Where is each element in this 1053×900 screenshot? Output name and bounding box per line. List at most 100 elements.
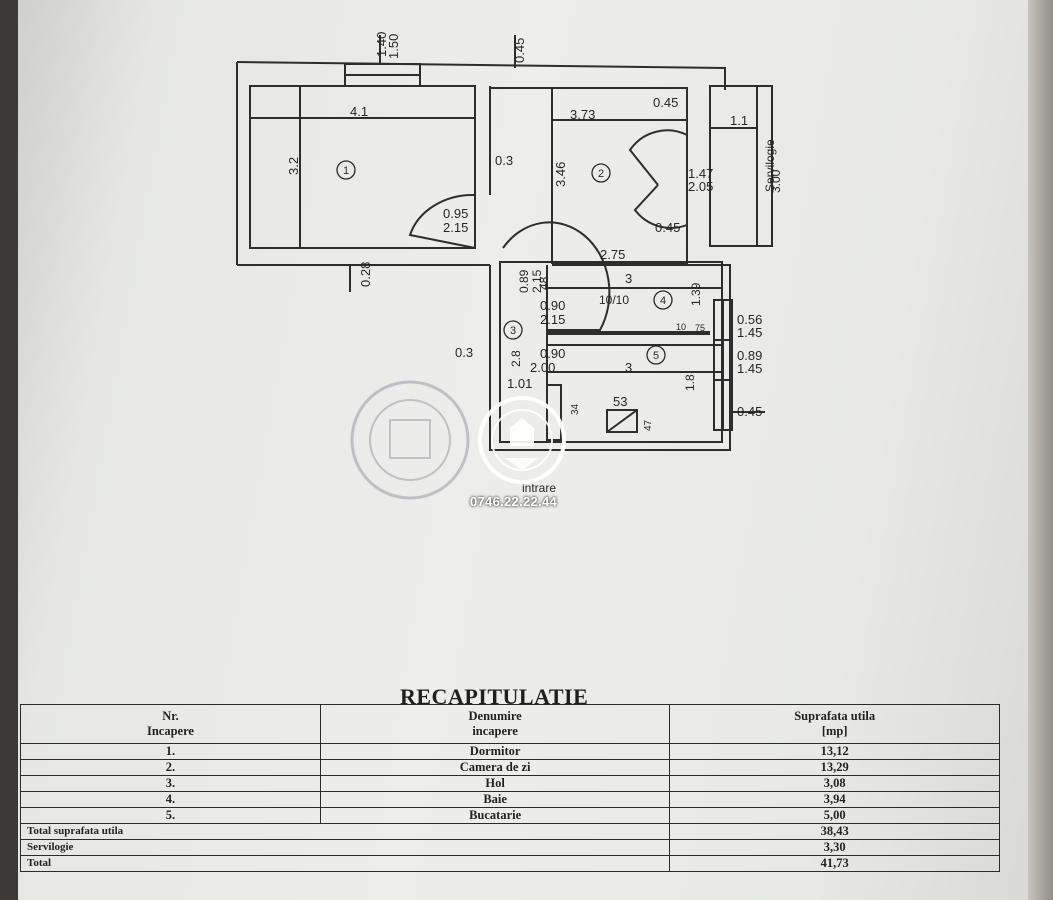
row-nr: 1. bbox=[20, 743, 321, 760]
row-area: 3,08 bbox=[669, 775, 1000, 792]
dim-door-w: 0.95 bbox=[443, 206, 468, 221]
row-nr: 5. bbox=[20, 807, 321, 824]
dim-top-wall: 0.45 bbox=[512, 38, 527, 63]
dim-serv-height: 3.00 bbox=[769, 169, 783, 193]
agency-watermark-logo bbox=[478, 396, 566, 484]
footer-total-label: Total suprafata utila bbox=[19, 823, 671, 840]
dim-bottom-wall: 0.28 bbox=[358, 262, 373, 287]
header-denumire-line2: incapere bbox=[472, 724, 518, 738]
row-area: 13,29 bbox=[669, 759, 1000, 776]
row-name: Hol bbox=[319, 775, 671, 792]
dim-r2-height: 3.46 bbox=[553, 162, 568, 187]
row-name: Dormitor bbox=[319, 743, 671, 760]
dim-serv-width: 1.1 bbox=[730, 113, 748, 128]
lower-block-outline bbox=[489, 264, 731, 451]
dim-small-34: 34 bbox=[570, 403, 581, 415]
header-suprafata-line2: [mp] bbox=[821, 724, 848, 738]
room-5-marker bbox=[646, 345, 666, 365]
dim-left-wall: 0.3 bbox=[455, 345, 473, 360]
room-1-marker bbox=[336, 160, 356, 180]
dim-door3-w: 0.90 bbox=[540, 298, 565, 313]
table-row: 2. Camera de zi 13,29 bbox=[20, 759, 1000, 776]
dim-top-window-a: 1.40 bbox=[374, 32, 389, 57]
dim-r1-width: 4.1 bbox=[350, 104, 368, 119]
footer-servilogie-label: Servilogie bbox=[19, 839, 671, 856]
dim-door5-h: 2.00 bbox=[530, 360, 555, 375]
room-3-marker bbox=[503, 320, 523, 340]
row-area: 3,94 bbox=[669, 791, 1000, 808]
footer-row-grand-total: Total 41,73 bbox=[19, 855, 1000, 872]
recap-header-row: Nr. Incapere Denumire incapere Suprafata… bbox=[20, 704, 1000, 744]
row-name: Bucatarie bbox=[319, 807, 671, 824]
footer-row-total: Total suprafata utila 38,43 bbox=[19, 823, 1000, 840]
door-arc-serv-a bbox=[628, 129, 688, 186]
dim-hall-b: 2.15 bbox=[530, 269, 544, 293]
footer-grand-total-value: 41,73 bbox=[669, 855, 1000, 872]
room-4-number: 4 bbox=[660, 295, 666, 307]
shaft-box bbox=[606, 409, 638, 433]
hall-cabinet bbox=[546, 384, 562, 441]
dim-shaft: 53 bbox=[613, 394, 627, 409]
dim-win-r5-a: 0.89 bbox=[737, 348, 762, 363]
recap-table: Nr. Incapere Denumire incapere Suprafata… bbox=[19, 704, 1000, 872]
door-arc-r1 bbox=[408, 193, 476, 249]
dim-bottom-right-wall: 0.45 bbox=[737, 404, 762, 419]
dim-r1-height: 3.2 bbox=[286, 157, 301, 175]
header-denumire-line1: Denumire bbox=[468, 709, 522, 723]
footer-grand-total-label: Total bbox=[19, 855, 671, 872]
door-arc-hall bbox=[502, 221, 611, 331]
dim-serv-open-a: 1.47 bbox=[688, 166, 713, 181]
header-suprafata: Suprafata utila [mp] bbox=[669, 704, 1000, 744]
row-area: 5,00 bbox=[669, 807, 1000, 824]
room-4-marker bbox=[653, 290, 673, 310]
room-5-number: 5 bbox=[653, 350, 659, 362]
dim-r5-height: 1.8 bbox=[683, 374, 697, 391]
row-nr: 2. bbox=[20, 759, 321, 776]
servilogie-label: Servilogie bbox=[763, 139, 777, 192]
dim-hall-a: 0.89 bbox=[517, 269, 531, 293]
dim-r4-height: 1.39 bbox=[689, 282, 703, 306]
dim-door5-w: 0.90 bbox=[540, 346, 565, 361]
dim-wall-between: 0.3 bbox=[495, 153, 513, 168]
room-3-number: 3 bbox=[510, 325, 516, 337]
dim-r2-right-wall: 0.45 bbox=[655, 220, 680, 235]
row-name: Baie bbox=[319, 791, 671, 808]
dim-win-r5-b: 1.45 bbox=[737, 361, 762, 376]
dim-mid-label: 10/10 bbox=[599, 293, 629, 307]
dim-r5-width: 3 bbox=[625, 360, 632, 375]
watermark-phone: 0746.22.22.44 bbox=[470, 494, 558, 509]
table-row: 4. Baie 3,94 bbox=[20, 791, 1000, 808]
footer-servilogie-value: 3,30 bbox=[669, 839, 1000, 856]
dim-small-75: 75 bbox=[695, 323, 705, 333]
dim-hall-w: 1.01 bbox=[507, 376, 532, 391]
footer-row-servilogie: Servilogie 3,30 bbox=[19, 839, 1000, 856]
room-1-number: 1 bbox=[343, 165, 349, 177]
table-row: 3. Hol 3,08 bbox=[20, 775, 1000, 792]
servilogie-outline bbox=[709, 85, 773, 247]
row-nr: 3. bbox=[20, 775, 321, 792]
dim-serv-open-b: 2.05 bbox=[688, 179, 713, 194]
table-row: 1. Dormitor 13,12 bbox=[20, 743, 1000, 760]
dim-r2-width: 3.73 bbox=[570, 107, 595, 122]
entrance-label: intrare bbox=[522, 481, 556, 495]
dim-r2-top-wall: 0.45 bbox=[653, 95, 678, 110]
notary-stamp bbox=[350, 380, 470, 500]
dim-top-window-b: 1.50 bbox=[386, 34, 401, 59]
dim-r2-bottom: 2.75 bbox=[600, 247, 625, 262]
dim-shaft-b: 47 bbox=[643, 419, 654, 431]
header-nr-line1: Nr. bbox=[162, 709, 179, 723]
header-nr-line2: Incapere bbox=[146, 724, 194, 738]
row-nr: 4. bbox=[20, 791, 321, 808]
shaft-diagonal bbox=[606, 409, 638, 433]
dim-door3-h: 2.15 bbox=[540, 312, 565, 327]
room-2-number: 2 bbox=[598, 168, 604, 180]
table-row: 5. Bucatarie 5,00 bbox=[20, 807, 1000, 824]
header-nr: Nr. Incapere bbox=[20, 704, 321, 744]
dim-hall-h: 2.8 bbox=[509, 350, 523, 367]
page-edge bbox=[1028, 0, 1053, 900]
dim-hall-c: 48 bbox=[537, 276, 551, 290]
header-denumire: Denumire incapere bbox=[319, 704, 671, 744]
footer-total-value: 38,43 bbox=[669, 823, 1000, 840]
room-2-marker bbox=[591, 163, 611, 183]
